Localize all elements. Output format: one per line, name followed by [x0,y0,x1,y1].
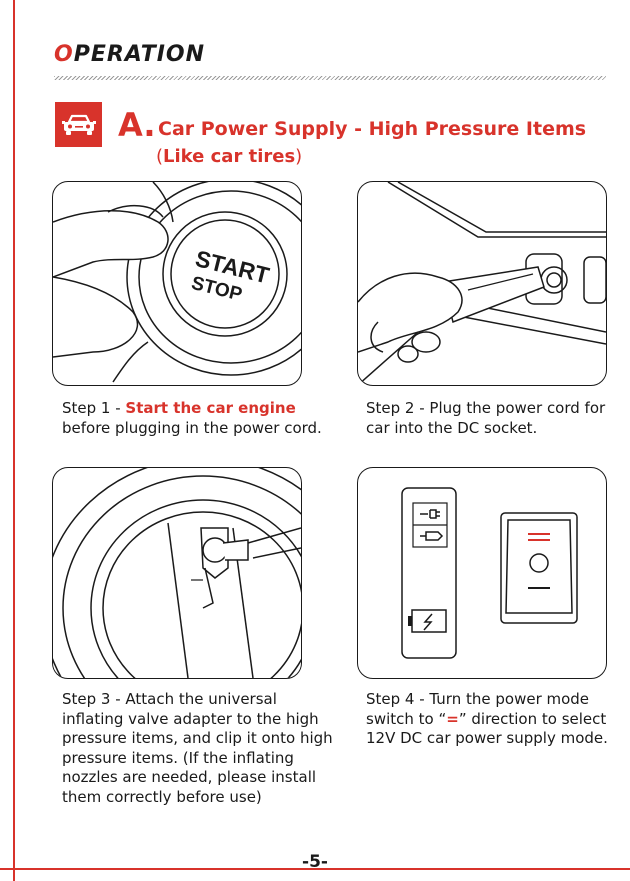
subtitle-text: Like car tires [163,146,296,167]
section-subtitle: (Like car tires) [156,146,302,167]
page-border-left [13,0,15,881]
car-badge [55,102,102,147]
ac-plug-icon [420,509,440,519]
step-1-line-2: before plugging in the power cord. [62,418,322,437]
subtitle-close-paren: ) [295,146,303,167]
step-4-line-3: 12V DC car power supply mode. [366,729,608,747]
heading-rest: PERATION [73,42,206,67]
step-1-highlight: Start the car engine [125,399,296,417]
step-1-prefix: Step 1 - [62,399,126,417]
step-4-line-2-post: ” direction to select [458,709,607,728]
page-heading: OPERATION [54,42,205,67]
step-2-line-2: car into the DC socket. [366,418,538,437]
page-border-bottom [0,868,630,870]
step-3-line-5: nozzles are needed, please install [62,768,317,786]
car-plug-icon [420,531,444,541]
section-letter: A. [118,106,156,144]
car-icon [61,114,96,135]
step-4-line-2-pre: switch to “ [366,709,447,728]
step-1-text: Step 1 - Start the car engine before plu… [62,399,322,438]
step-2-text: Step 2 - Plug the power cord for car int… [366,399,616,438]
step-3-line-2: inflating valve adapter to the high [62,709,319,728]
subtitle-open-paren: ( [156,146,164,167]
illustration-start-stop: START STOP [52,181,302,386]
heading-first-letter: O [54,42,74,67]
heading-divider [54,76,606,80]
step-3-line-1: Step 3 - Attach the universal [62,690,277,708]
page-number: -5- [302,852,328,872]
step-2-line-1: Step 2 - Plug the power cord for [366,399,606,417]
step-3-line-6: them correctly before use) [62,787,262,806]
step-4-text: Step 4 - Turn the power mode switch to “… [366,690,624,749]
step-3-line-3: pressure items, and clip it onto high [62,729,333,747]
illustration-plug-socket [357,181,607,386]
step-3-line-4: pressure items. (If the inflating [62,748,294,767]
illustration-mode-switch [357,467,607,679]
illustration-tire-valve [52,467,302,679]
step-3-text: Step 3 - Attach the universal inflating … [62,690,337,807]
mode-symbol: = [446,709,459,728]
battery-icon [408,609,447,633]
section-title: Car Power Supply - High Pressure Items [158,118,587,140]
step-4-line-1: Step 4 - Turn the power mode [366,690,590,708]
